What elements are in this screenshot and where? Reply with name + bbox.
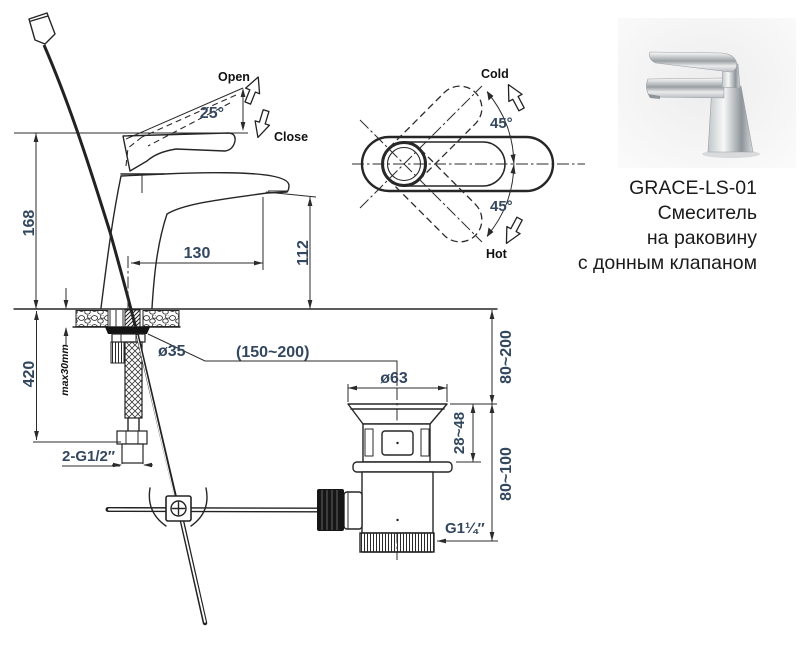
dim-handle-angle: 25°: [200, 88, 246, 131]
countertop-section-right: [142, 310, 180, 327]
dim-max30: max30mm: [59, 288, 71, 396]
hose-stub: [110, 341, 125, 364]
hot-arrow-icon: [499, 214, 527, 248]
countertop-section-left: [75, 310, 109, 327]
product-desc-line1: Смеситель: [658, 202, 757, 224]
handle-angle-value: 25°: [200, 105, 224, 122]
close-arrow-icon: [250, 107, 274, 141]
dim-130-value: 130: [184, 245, 211, 262]
dim-28-48-value: 28~48: [451, 412, 468, 454]
lift-rod: [42, 44, 139, 334]
ball-joint-housing: [343, 491, 363, 530]
rod-clamp: [148, 487, 208, 527]
product-model: GRACE-LS-01: [629, 177, 757, 199]
under-sink-view: 420 max30mm 2-G1/2″ ø35 (150~200): [13, 288, 498, 626]
lift-rod-knob: [28, 12, 56, 45]
top-view: Cold Hot 45° 45°: [352, 67, 585, 261]
pop-up-rod: [135, 332, 178, 500]
faucet-handle: [122, 132, 236, 172]
dim-63-value: ø63: [380, 370, 408, 387]
dim-168-value: 168: [21, 210, 38, 237]
dim-112: 112: [265, 191, 317, 309]
cold-angle-value: 45°: [490, 115, 513, 132]
faucet-body: [100, 172, 290, 309]
product-desc-line3: с донным клапаном: [578, 252, 757, 274]
hose-thread-value: 2-G1/2″: [62, 448, 115, 465]
dim-80-100-value: 80~100: [498, 447, 515, 501]
handle-outline-top: [360, 135, 555, 193]
outlet-thread-value: G1¼″: [445, 520, 485, 537]
dim-130: 130: [131, 197, 264, 270]
mounting-flange: [105, 327, 150, 334]
hose-fitting: [121, 443, 144, 464]
flexible-hose: [124, 341, 143, 419]
dim-80-200: 80~200 80~100: [489, 310, 515, 541]
distance-range-value: (150~200): [236, 344, 309, 361]
dim-outlet-thread: G1¼″: [437, 520, 498, 544]
handle-cold-position: [382, 85, 483, 186]
dim-hose-thread: 2-G1/2″: [62, 448, 153, 468]
product-panel: GRACE-LS-01 Смеситель на раковину с донн…: [578, 18, 796, 274]
dim-max30-value: max30mm: [59, 344, 71, 395]
open-label: Open: [218, 70, 250, 84]
dim-420: 420: [21, 311, 121, 443]
hose-nut: [116, 430, 148, 445]
drain-valve-view: ø63 28~48 80~200 80~100 G1¼″: [317, 310, 515, 560]
drain-outlet-thread: [359, 532, 435, 553]
hot-angle-value: 45°: [490, 198, 513, 215]
open-handle-dashed: [125, 94, 237, 167]
dim-420-value: 420: [21, 361, 38, 388]
dim-168: 168: [21, 133, 39, 309]
dim-hole-distance: ø35 (150~200): [147, 333, 398, 386]
close-label: Close: [274, 130, 308, 144]
product-photo: [646, 51, 760, 158]
hot-label: Hot: [486, 247, 508, 261]
drain-lower-flange: [352, 461, 453, 473]
cold-arrow-icon: [501, 80, 529, 114]
side-view: Open Close 25° 168 130: [14, 12, 317, 334]
cold-label: Cold: [481, 67, 509, 81]
dim-112-value: 112: [295, 240, 312, 266]
product-desc-line2: на раковину: [647, 227, 757, 249]
drain-tailpipe: [361, 471, 434, 534]
ball-joint-nut: [317, 489, 344, 531]
dim-80-200-value: 80~200: [498, 330, 515, 384]
dim-63: ø63: [347, 370, 448, 402]
hole-diameter-value: ø35: [158, 343, 186, 360]
rotation-arc: [486, 91, 515, 237]
dim-28-48: 28~48: [450, 403, 497, 463]
handle-hot-position: [382, 142, 483, 243]
